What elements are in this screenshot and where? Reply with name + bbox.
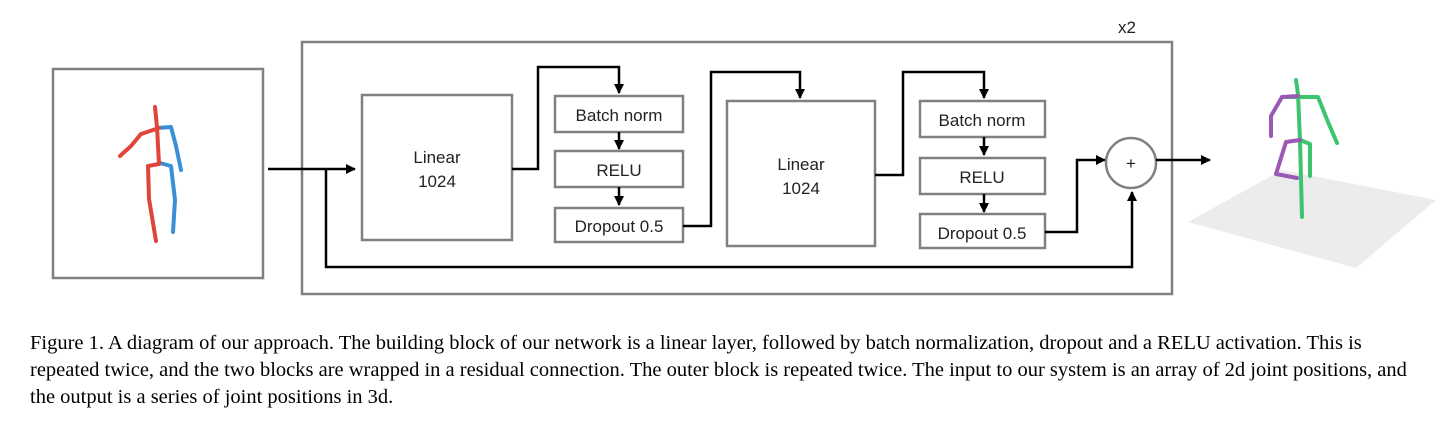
relu-2 — [918, 156, 1047, 196]
arrow-linear2-to-batchnorm2 — [875, 70, 989, 177]
linear-layer-2 — [725, 99, 877, 248]
linear-layer-1 — [360, 93, 514, 242]
arrow-dropout1-to-linear2 — [683, 70, 805, 228]
input-2d-pose-panel — [51, 67, 265, 280]
sum-node — [1104, 136, 1158, 190]
dropout-1-label: Dropout 0.5 — [575, 217, 664, 236]
relu-1-label: RELU — [596, 161, 641, 180]
ground-plane — [1188, 170, 1436, 268]
arrow-dropout2-to-sum — [1045, 155, 1106, 234]
linear-layer-1-label: Linear — [413, 148, 461, 167]
linear-layer-1-units: 1024 — [418, 172, 456, 191]
batch-norm-1-label: Batch norm — [576, 106, 663, 125]
repeat-label: x2 — [1118, 18, 1136, 37]
figure-caption: Figure 1. A diagram of our approach. The… — [30, 332, 1407, 408]
relu-1 — [553, 149, 685, 189]
residual-skip-connection — [324, 169, 1137, 269]
dropout-2-label: Dropout 0.5 — [938, 224, 1027, 243]
batch-norm-2 — [918, 99, 1047, 139]
linear-layer-2-units: 1024 — [782, 179, 820, 198]
linear-layer-2-label: Linear — [777, 155, 825, 174]
batch-norm-2-label: Batch norm — [939, 111, 1026, 130]
dropout-1 — [553, 206, 685, 244]
relu-2-label: RELU — [959, 168, 1004, 187]
sum-symbol: + — [1126, 154, 1136, 173]
skeleton-2d-icon — [118, 105, 183, 243]
network-diagram: x2 Linear 1024 Batch norm RELU Dropout 0… — [51, 18, 1436, 296]
skeleton-3d-icon — [1188, 78, 1436, 268]
arrow-linear1-to-batchnorm1 — [512, 65, 624, 171]
